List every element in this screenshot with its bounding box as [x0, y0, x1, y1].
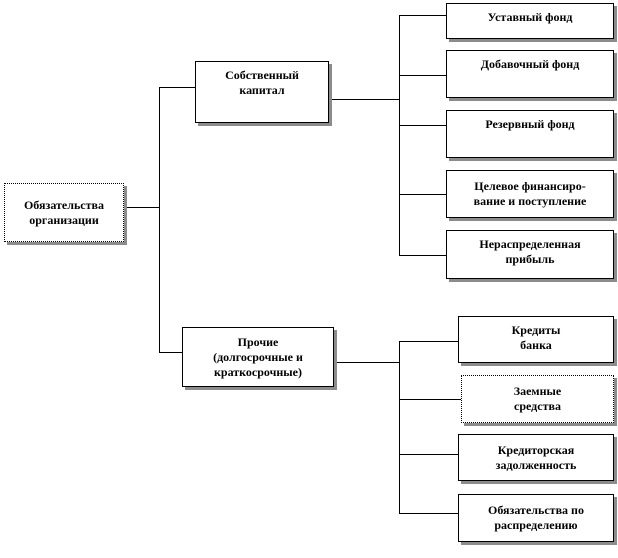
- connector-own-child-3: [399, 125, 446, 126]
- other-child-bank-loans: Кредиты банка: [458, 316, 614, 363]
- other-child-accounts-payable: Кредиторская задолженность: [458, 434, 614, 481]
- root-node: Обязательства организации: [4, 183, 124, 242]
- connector-root-right: [124, 207, 159, 208]
- connector-own-child-2: [399, 75, 446, 76]
- connector-to-own-capital: [159, 87, 195, 88]
- connector-own-child-1: [399, 15, 446, 16]
- connector-other-child-4: [399, 513, 458, 514]
- connector-other-right: [334, 362, 399, 363]
- connector-own-child-4: [399, 194, 446, 195]
- other-child-distribution-obligations: Обязательства по распределению: [458, 494, 614, 542]
- connector-own-child-5: [399, 255, 446, 256]
- connector-own-capital-right: [329, 99, 399, 100]
- own-child-retained-earnings: Нераспределенная прибыль: [446, 230, 614, 279]
- connector-own-capital-trunk: [399, 15, 400, 255]
- connector-to-other: [159, 352, 182, 353]
- other-node: Прочие (долгосрочные и краткосрочные): [182, 327, 334, 387]
- other-child-borrowed-funds: Заемные средства: [461, 375, 614, 423]
- connector-root-trunk: [159, 87, 160, 352]
- connector-other-child-2: [399, 399, 461, 400]
- own-child-target-financing: Целевое финансиро- вание и поступление: [446, 170, 614, 218]
- connector-other-child-3: [399, 454, 458, 455]
- connector-other-child-1: [399, 341, 458, 342]
- own-child-additional-fund: Добавочный фонд: [446, 50, 614, 98]
- connector-other-trunk: [399, 341, 400, 513]
- own-child-charter-fund: Уставный фонд: [446, 3, 614, 39]
- own-capital-node: Собственный капитал: [195, 61, 329, 123]
- own-child-reserve-fund: Резервный фонд: [446, 110, 614, 158]
